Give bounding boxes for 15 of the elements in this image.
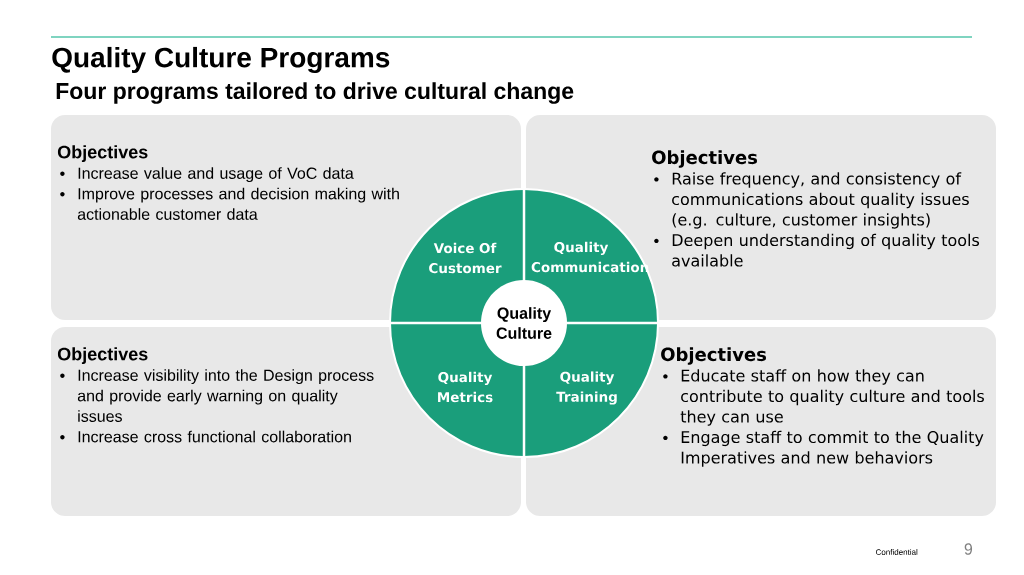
slide-subtitle: Four programs tailored to drive cultural change	[56, 82, 574, 104]
bullet-item: Increase cross functional collaboration	[78, 430, 351, 443]
slide-title: Quality Culture Programs	[52, 46, 390, 74]
bullet-item: Increase value and usage of VoC data	[78, 167, 354, 183]
panel-heading: Objectives	[57, 145, 148, 162]
bullet-item: Engage staff to commit to the Quality Imperatives and new behaviors	[681, 430, 984, 467]
bullet-item: Deepen understanding of quality tools available	[672, 233, 980, 267]
bullet-item: Increase visibility into the Design process and provide early warning on quality issues	[77, 369, 374, 422]
page-number: 9	[964, 543, 973, 555]
bullet-item: Educate staff on how they can contribute to quality culture and tools they can use	[680, 369, 984, 426]
panel-heading: Objectives	[661, 347, 767, 365]
confidentiality-note: Confidential	[875, 549, 918, 555]
panel-heading: Objectives	[57, 347, 148, 364]
panel-heading: Objectives	[652, 150, 758, 168]
bullet-item: Raise frequency, and consistency of communications about quality issues (e.g. culture, customer insights)	[672, 172, 969, 229]
